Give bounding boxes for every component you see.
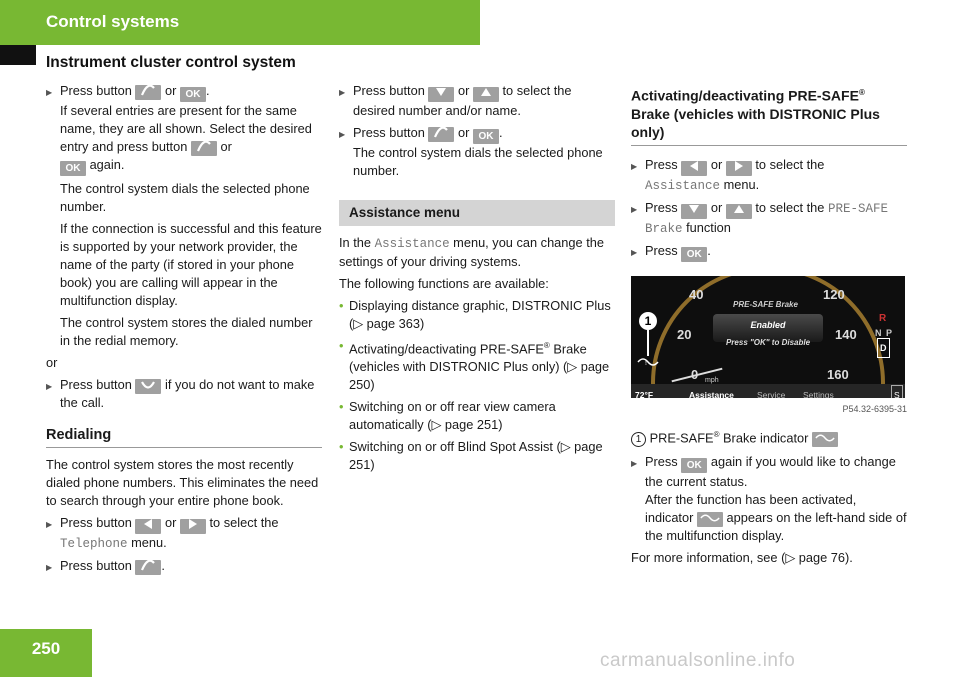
presafe-brake-icon: !	[637, 357, 659, 367]
gear-label: P	[886, 327, 893, 338]
gear-label: N	[875, 327, 882, 338]
paragraph: The control system stores the dialed num…	[60, 315, 313, 348]
photo-reference: P54.32-6395-31	[842, 403, 907, 414]
arrow-down-icon	[681, 203, 708, 219]
step-select-number: Press button or to select the desired nu…	[339, 82, 615, 120]
display-menu-bar: 72°F Assistance Service Settings S	[631, 383, 905, 398]
hint-text: Press "OK" to Disable	[725, 337, 811, 347]
list-item: Displaying distance graphic, DISTRONIC P…	[339, 297, 615, 333]
list-item: Activating/deactivating PRE-SAFE® Brake …	[339, 337, 615, 394]
speed-label: 40	[689, 286, 704, 302]
display-title: PRE-SAFE Brake	[733, 299, 798, 309]
watermark: carmanualsonline.info	[600, 650, 796, 671]
arrow-up-icon	[472, 87, 499, 102]
step-dial: Press button or OK. If several entries a…	[46, 82, 322, 176]
presafe-brake-icon	[811, 431, 838, 447]
step-press-phone: Press button .	[46, 557, 322, 577]
column-middle: Press button or to select the desired nu…	[339, 82, 615, 478]
step-select-assistance: Press or to select the Assistance menu.	[631, 156, 907, 195]
more-info: For more information, see (▷ page 76).	[631, 549, 853, 565]
arrow-right-icon	[725, 160, 752, 176]
or-text: or	[46, 355, 58, 370]
section-header-bar: Control systems	[0, 0, 480, 45]
phone-pickup-icon	[135, 559, 162, 575]
status-box: Enabled Press "OK" to Disable	[713, 313, 823, 347]
instrument-cluster-photo: 40 20 0 120 140 160 mph PRE-SAFE Brake E…	[631, 275, 905, 398]
page-subtitle: Instrument cluster control system	[46, 54, 296, 71]
arrow-right-icon	[179, 519, 206, 534]
list-item: Switching on or off rear view camera aut…	[339, 398, 615, 434]
assistance-menu-heading: Assistance menu	[339, 200, 615, 226]
figure-caption: 1 PRE-SAFE® Brake indicator	[631, 426, 907, 447]
list-item: Switching on or off Blind Spot Assist (▷…	[339, 438, 615, 474]
column-right: Activating/deactivating PRE-SAFE® Brake …	[631, 82, 907, 571]
step-dial-number: Press button or OK. The control system d…	[339, 124, 615, 180]
s-indicator: S	[891, 384, 903, 398]
section-marker	[0, 45, 36, 65]
step-press-ok: Press OK.	[631, 242, 907, 262]
phone-pickup-icon	[135, 84, 162, 100]
gear-label: D	[877, 337, 890, 358]
status-text: Enabled	[750, 319, 786, 330]
phone-pickup-icon	[428, 126, 455, 142]
temperature-readout: 72°F	[635, 389, 654, 398]
step-select-telephone: Press button or to select the Telephone …	[46, 514, 322, 553]
unit-label: mph	[705, 376, 719, 384]
assistance-intro: In the Assistance menu, you can change t…	[339, 235, 604, 269]
menu-item-settings: Settings	[803, 389, 834, 398]
svg-text:!: !	[645, 360, 647, 367]
section-title: Control systems	[46, 12, 180, 31]
speed-label: 160	[827, 366, 849, 382]
speed-label: 20	[677, 326, 692, 342]
paragraph: The control system dials the selected ph…	[60, 181, 310, 214]
ok-button-icon: OK	[179, 87, 206, 102]
page-number: 250	[0, 629, 92, 677]
gear-label: R	[879, 312, 887, 324]
step-toggle: Press OK again if you would like to chan…	[631, 453, 907, 545]
ok-button-icon: OK	[681, 246, 708, 262]
paragraph: If the connection is successful and this…	[60, 221, 322, 308]
column-left: Press button or OK. If several entries a…	[46, 82, 322, 579]
redialing-intro: The control system stores the most recen…	[46, 457, 319, 508]
step-select-presafe: Press or to select the PRE-SAFE Brake fu…	[631, 199, 907, 238]
callout-line	[647, 329, 649, 356]
presafe-brake-icon	[696, 511, 723, 527]
arrow-left-icon	[681, 160, 708, 176]
callout-marker: 1	[639, 311, 657, 330]
speed-label: 140	[835, 326, 857, 342]
functions-intro: The following functions are available:	[339, 276, 549, 291]
speed-label: 120	[823, 286, 845, 302]
step-hangup: Press button if you do not want to make …	[46, 376, 322, 412]
phone-hangup-icon	[135, 379, 162, 394]
redialing-heading: Redialing	[46, 426, 322, 448]
menu-item-service: Service	[757, 389, 786, 398]
menu-item-assistance: Assistance	[689, 389, 734, 398]
ok-button-icon: OK	[472, 129, 499, 144]
presafe-heading: Activating/deactivating PRE-SAFE® Brake …	[631, 84, 907, 146]
arrow-left-icon	[135, 519, 162, 534]
ok-button-icon: OK	[60, 161, 86, 176]
arrow-up-icon	[725, 203, 752, 219]
phone-pickup-icon	[190, 140, 217, 156]
arrow-down-icon	[428, 87, 455, 102]
ok-button-icon: OK	[681, 457, 708, 473]
